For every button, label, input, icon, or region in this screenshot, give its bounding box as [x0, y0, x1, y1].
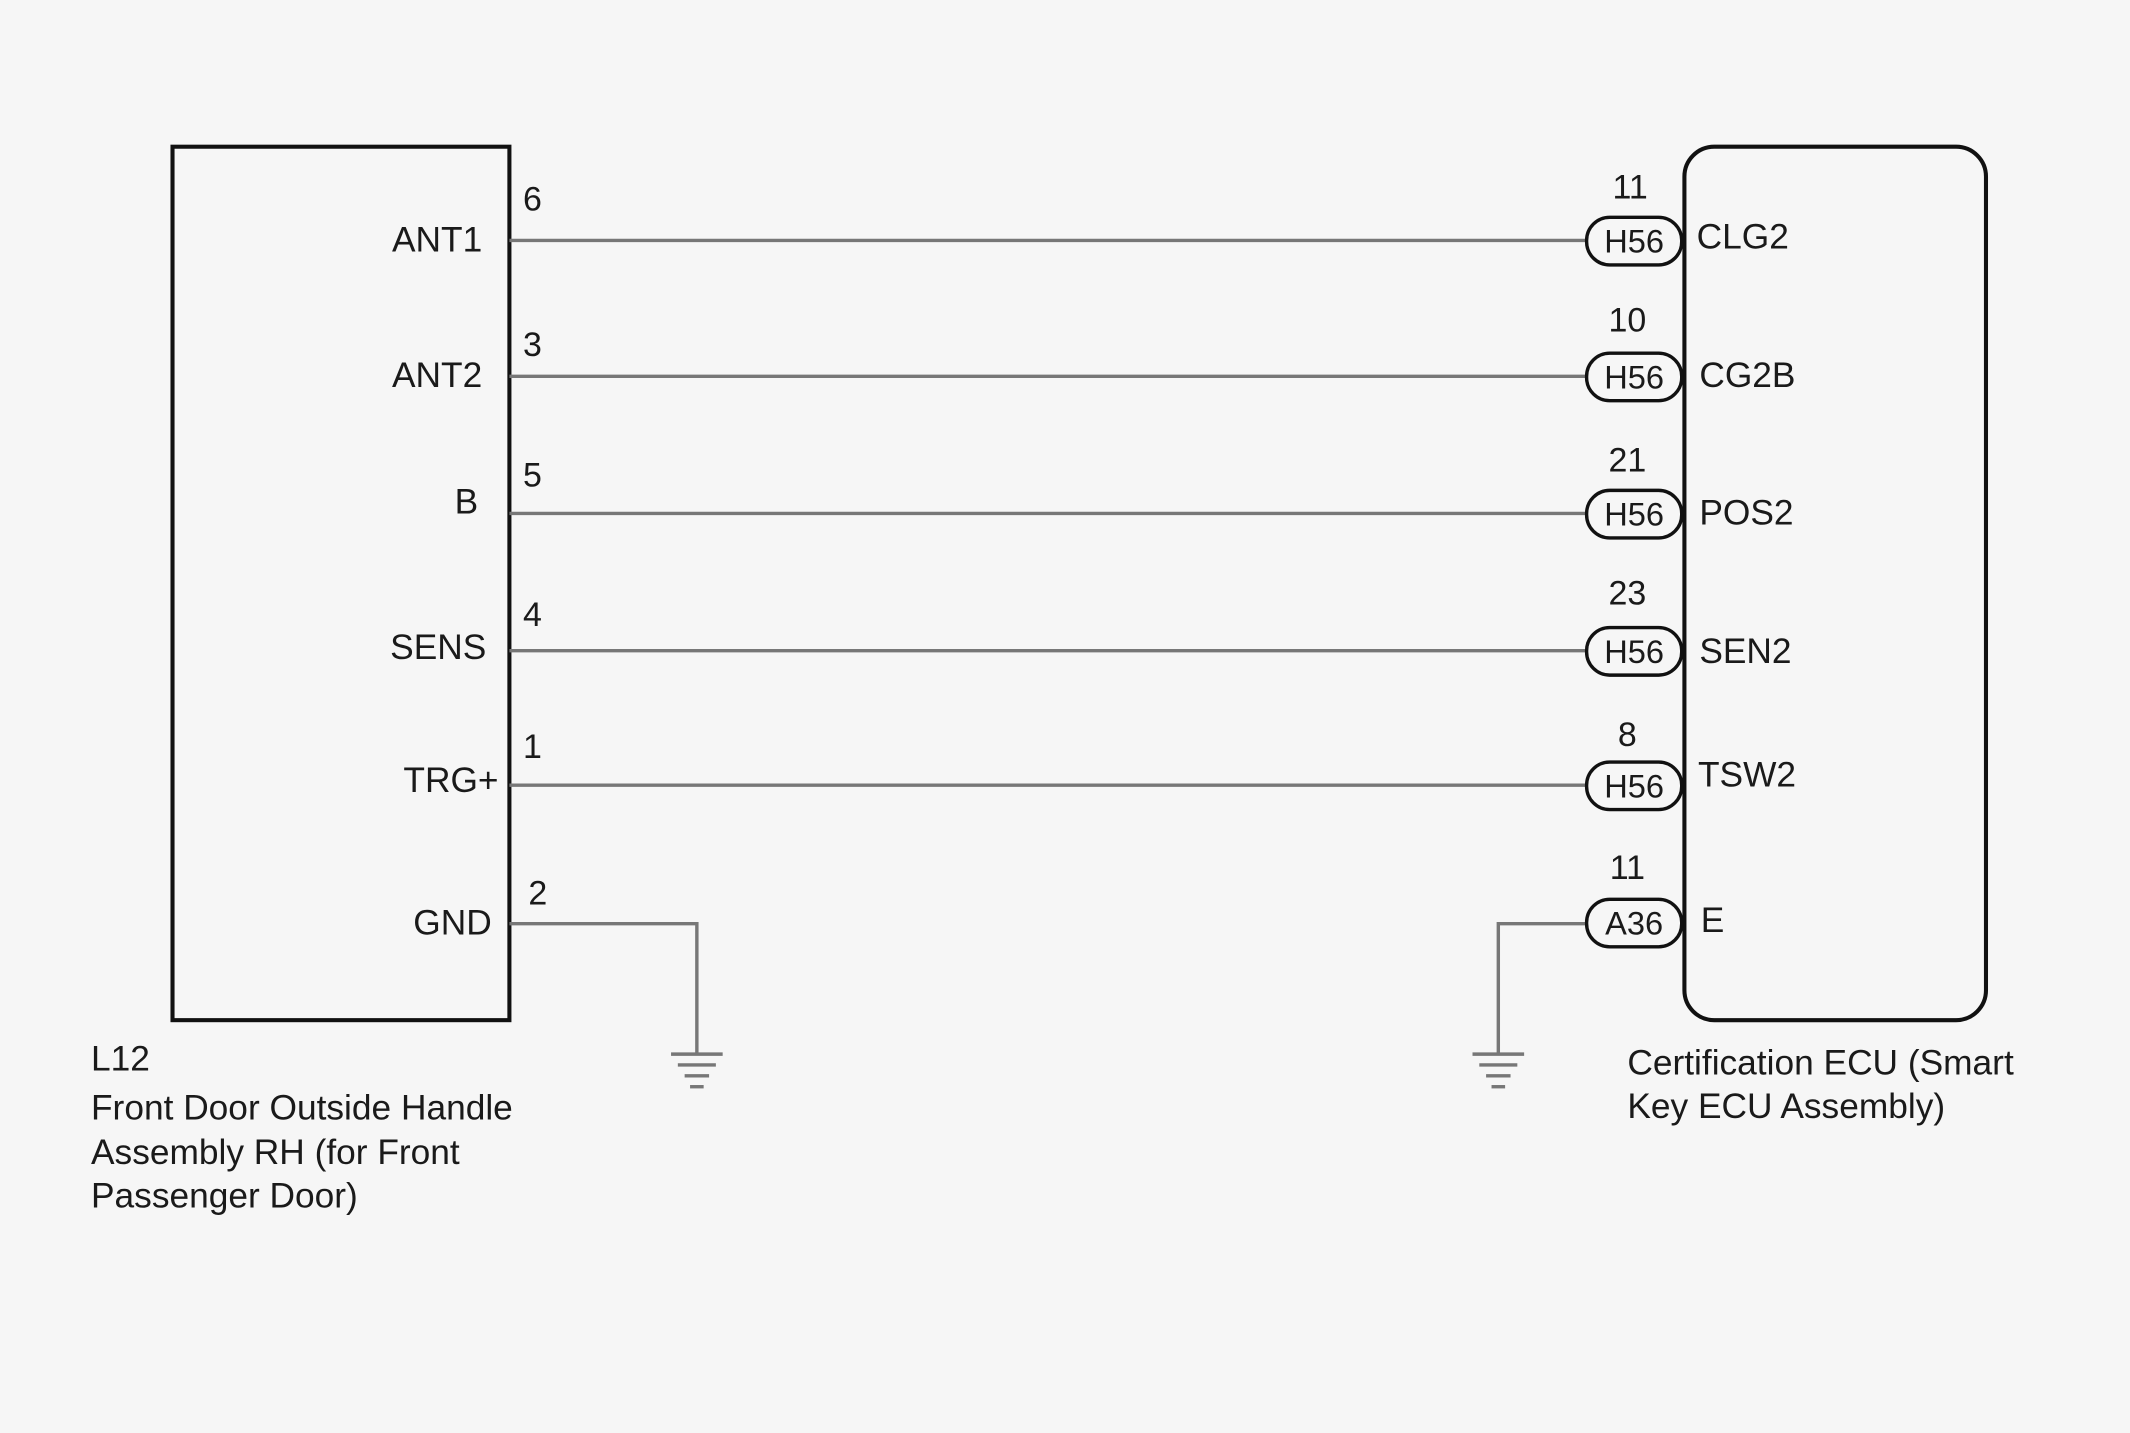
right-signal-label-sen2: SEN2	[1699, 632, 1791, 671]
connector-code-sen2: H56	[1604, 633, 1664, 670]
right-ground-icon	[1472, 1052, 1525, 1089]
connector-pill-clg2	[1584, 215, 1684, 267]
connector-pill-cg2b	[1584, 351, 1684, 403]
right-signal-label-cg2b: CG2B	[1699, 356, 1795, 395]
right-caption-line-2: Key ECU Assembly)	[1627, 1087, 1945, 1126]
left-pin-number-sens: 4	[523, 596, 542, 634]
connector-code-cg2b: H56	[1604, 359, 1664, 396]
left-caption-line-2: Assembly RH (for Front	[91, 1133, 460, 1172]
right-pin-number-pos2: 21	[1608, 441, 1646, 479]
left-pin-number-trg: 1	[523, 728, 542, 766]
left-component-code: L12	[91, 1039, 150, 1078]
left-ground-wire	[509, 922, 699, 1055]
left-pin-number-ant2: 3	[523, 326, 542, 364]
right-pin-number-sen2: 23	[1608, 574, 1646, 612]
left-signal-label-gnd: GND	[413, 904, 491, 943]
connector-pill-tsw2	[1584, 760, 1684, 812]
left-component-box	[170, 144, 512, 1023]
right-signal-label-pos2: POS2	[1699, 493, 1793, 532]
right-caption-line-1: Certification ECU (Smart	[1627, 1043, 2014, 1082]
right-ground-wire	[1496, 922, 1587, 1055]
right-pin-number-cg2b: 10	[1608, 301, 1646, 339]
right-pin-number-tsw2: 8	[1618, 716, 1637, 754]
left-caption-line-3: Passenger Door)	[91, 1177, 358, 1216]
right-signal-label-clg2: CLG2	[1697, 218, 1789, 257]
left-caption-line-1: Front Door Outside Handle	[91, 1088, 513, 1127]
connector-pill-pos2	[1584, 488, 1684, 540]
right-component-box	[1682, 144, 1989, 1023]
connector-pill-sen2	[1584, 625, 1684, 677]
right-pin-number-e: 11	[1610, 849, 1645, 887]
connector-code-clg2: H56	[1604, 223, 1664, 260]
right-signal-label-e: E	[1701, 901, 1725, 940]
right-pin-number-clg2: 11	[1612, 168, 1647, 206]
left-pin-number-b: 5	[523, 456, 542, 494]
connector-code-pos2: H56	[1604, 496, 1664, 533]
left-pin-number-gnd: 2	[528, 875, 547, 913]
left-signal-label-ant2: ANT2	[392, 356, 482, 395]
left-signal-label-ant1: ANT1	[392, 220, 482, 259]
left-signal-label-b: B	[455, 482, 479, 521]
right-signal-label-tsw2: TSW2	[1698, 756, 1796, 795]
left-signal-label-trg: TRG+	[403, 761, 498, 800]
left-signal-label-sens: SENS	[390, 628, 486, 667]
left-ground-icon	[671, 1052, 723, 1089]
left-pin-number-ant1: 6	[523, 181, 542, 219]
connector-pill-e	[1584, 897, 1684, 949]
connector-code-tsw2: H56	[1604, 767, 1664, 804]
connector-code-e: A36	[1605, 905, 1663, 942]
